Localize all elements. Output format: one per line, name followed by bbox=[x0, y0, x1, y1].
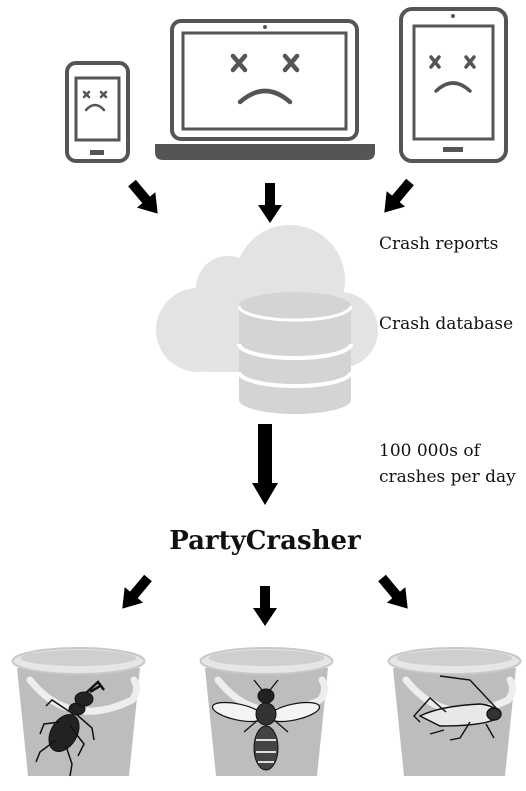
arrow-laptop-to-cloud bbox=[258, 183, 282, 223]
volume-label-line2: crashes per day bbox=[379, 467, 516, 487]
volume-label-line1: 100 000s of bbox=[379, 441, 482, 461]
cricket-icon bbox=[413, 675, 502, 741]
tablet-icon bbox=[399, 7, 508, 163]
arrow-tablet-to-cloud bbox=[375, 174, 420, 221]
stag-beetle-icon bbox=[35, 680, 105, 777]
partycrasher-title: PartyCrasher bbox=[169, 526, 361, 556]
crash-database-label: Crash database bbox=[379, 314, 513, 334]
phone-icon bbox=[65, 61, 130, 163]
arrow-to-bucket-2 bbox=[253, 586, 277, 626]
database-icon bbox=[237, 292, 353, 414]
arrow-phone-to-cloud bbox=[122, 175, 167, 222]
arrow-database-to-partycrasher bbox=[252, 424, 278, 505]
wasp-icon bbox=[211, 679, 321, 771]
arrow-to-bucket-1 bbox=[113, 570, 158, 617]
crash-reports-label: Crash reports bbox=[379, 234, 498, 254]
arrow-to-bucket-3 bbox=[372, 570, 417, 617]
laptop-icon bbox=[155, 19, 375, 160]
